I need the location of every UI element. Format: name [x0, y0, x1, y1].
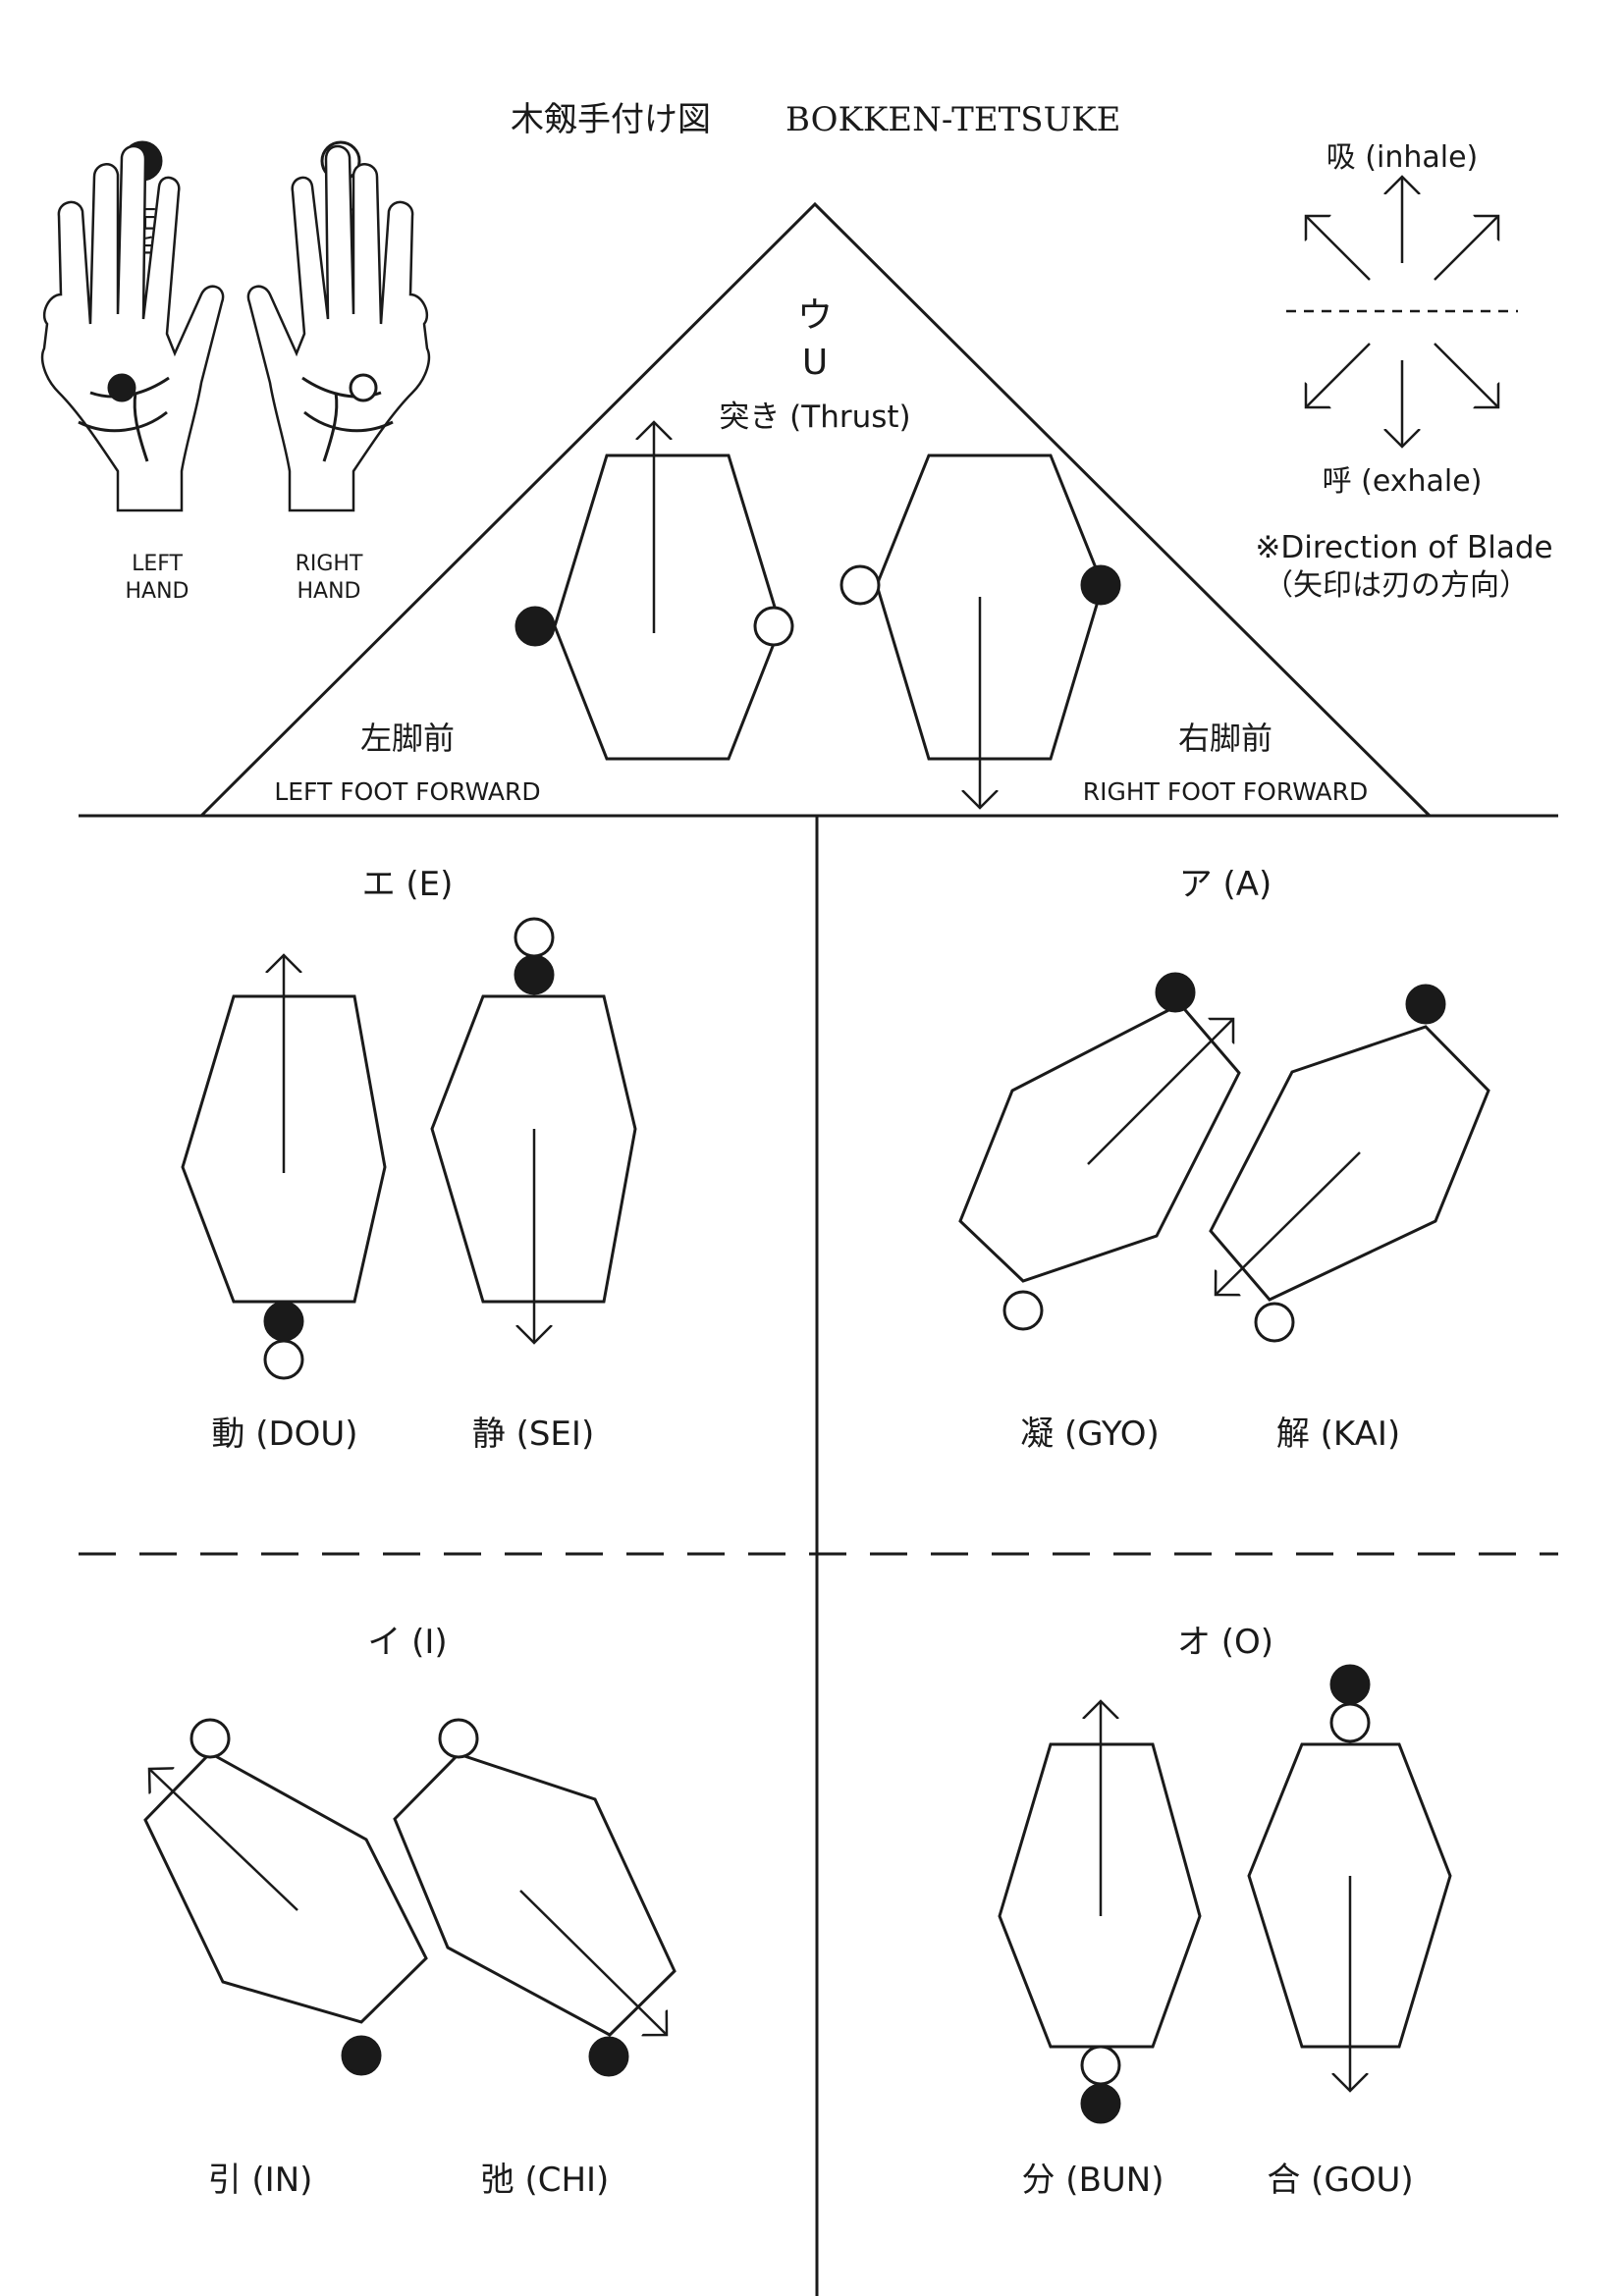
i-in-left-hand-dot — [341, 2035, 382, 2076]
o-quadrant-title: オ (O) — [1177, 1623, 1273, 1662]
a-gyo-right-hand-dot — [1002, 1290, 1044, 1331]
i-chi-left-hand-dot — [588, 2036, 629, 2077]
e-dou-label: 動 (DOU) — [211, 1415, 357, 1454]
o-bun-left-hand-dot — [1080, 2083, 1121, 2124]
right-foot-jp: 右脚前 — [1178, 720, 1272, 757]
breath-direction-compass — [1286, 177, 1518, 447]
i-quadrant-title: イ (I) — [367, 1623, 447, 1662]
u-section-triangle — [199, 201, 1432, 818]
o-bun-label: 分 (BUN) — [1022, 2161, 1164, 2200]
o-gou-left-hand-dot — [1329, 1664, 1371, 1705]
right-hand-illustration — [246, 144, 431, 512]
e-sei-label: 静 (SEI) — [472, 1415, 594, 1454]
a-kai-right-hand-dot — [1254, 1302, 1295, 1343]
u-right-hexagon — [875, 454, 1105, 761]
a-gyo-blade-arrow — [1087, 1019, 1233, 1165]
right-foot-en: RIGHT FOOT FORWARD — [1083, 777, 1369, 806]
i-in-hexagon — [143, 1751, 428, 2024]
left-hand-label-1: LEFT — [132, 552, 183, 576]
a-gyo-left-hand-dot — [1155, 972, 1196, 1013]
a-gyo-label: 凝 (GYO) — [1020, 1415, 1160, 1454]
i-chi-blade-arrow — [519, 1890, 667, 2035]
u-left-left-hand-dot — [514, 606, 556, 647]
i-chi-hexagon — [393, 1752, 677, 2037]
blade-direction-note-jp: （矢印は刃の方向） — [1264, 568, 1529, 603]
a-gyo-hexagon — [958, 1002, 1241, 1283]
e-quadrant-title: エ (E) — [362, 865, 454, 904]
u-left-right-hand-dot — [753, 606, 794, 647]
blade-direction-note: ※Direction of Blade — [1255, 530, 1552, 565]
left-foot-jp: 左脚前 — [360, 720, 455, 757]
left-hand-grip-dot — [107, 373, 136, 402]
u-right-left-hand-dot — [1080, 564, 1121, 606]
i-chi-label: 弛 (CHI) — [481, 2161, 610, 2200]
a-kai-left-hand-dot — [1405, 984, 1446, 1025]
right-hand-grip-dot — [349, 373, 378, 402]
a-kai-label: 解 (KAI) — [1276, 1415, 1400, 1454]
exhale-label: 呼 (exhale) — [1323, 464, 1483, 499]
title-japanese: 木剱手付け図 — [511, 100, 711, 139]
e-sei-right-hand-dot — [514, 917, 555, 958]
left-foot-en: LEFT FOOT FORWARD — [274, 777, 540, 806]
inhale-label: 吸 (inhale) — [1326, 140, 1478, 175]
a-kai-blade-arrow — [1216, 1151, 1361, 1295]
left-hand-label-2: HAND — [126, 579, 189, 604]
u-kana: ウ — [797, 295, 833, 336]
i-in-right-hand-dot — [189, 1718, 231, 1759]
e-sei-left-hand-dot — [514, 954, 555, 995]
o-bun-right-hand-dot — [1080, 2045, 1121, 2086]
left-hand-illustration — [40, 144, 225, 512]
right-hand-label-1: RIGHT — [296, 552, 363, 576]
u-action-label: 突き (Thrust) — [719, 400, 910, 435]
u-roman: U — [802, 343, 828, 383]
i-chi-right-hand-dot — [438, 1718, 479, 1759]
o-gou-label: 合 (GOU) — [1267, 2161, 1413, 2200]
a-quadrant-title: ア (A) — [1179, 865, 1272, 904]
right-hand-label-2: HAND — [298, 579, 361, 604]
i-in-label: 引 (IN) — [208, 2161, 313, 2200]
e-dou-left-hand-dot — [263, 1301, 304, 1342]
title-english: BOKKEN-TETSUKE — [785, 100, 1120, 139]
e-dou-right-hand-dot — [263, 1339, 304, 1380]
o-gou-right-hand-dot — [1329, 1702, 1371, 1743]
i-in-blade-arrow — [149, 1769, 298, 1911]
u-left-hexagon — [553, 454, 783, 761]
u-right-right-hand-dot — [839, 564, 881, 606]
